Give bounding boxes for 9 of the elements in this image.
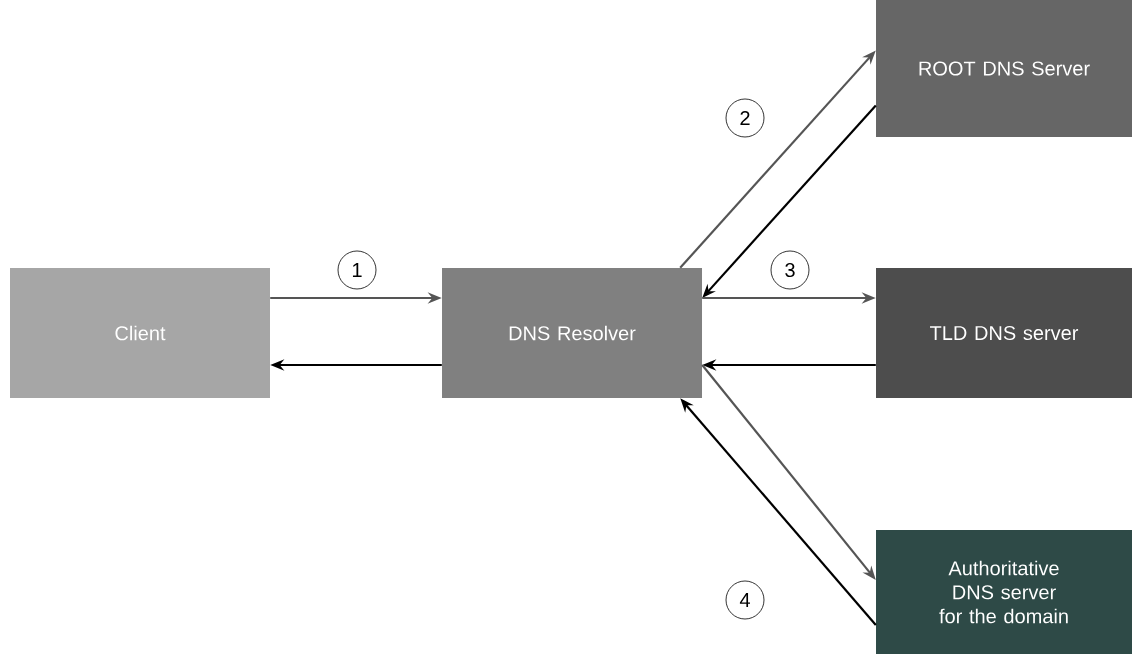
step-number: 2 bbox=[725, 98, 765, 138]
server-box: Authoritative DNS server for the domain bbox=[876, 530, 1132, 654]
step-number: 3 bbox=[770, 250, 810, 290]
server-box: TLD DNS server bbox=[876, 268, 1132, 398]
step-number: 1 bbox=[337, 250, 377, 290]
server-box: DNS Resolver bbox=[442, 268, 702, 398]
server-box: ROOT DNS Server bbox=[876, 0, 1132, 137]
server-box: Client bbox=[10, 268, 270, 398]
step-number: 4 bbox=[725, 580, 765, 620]
